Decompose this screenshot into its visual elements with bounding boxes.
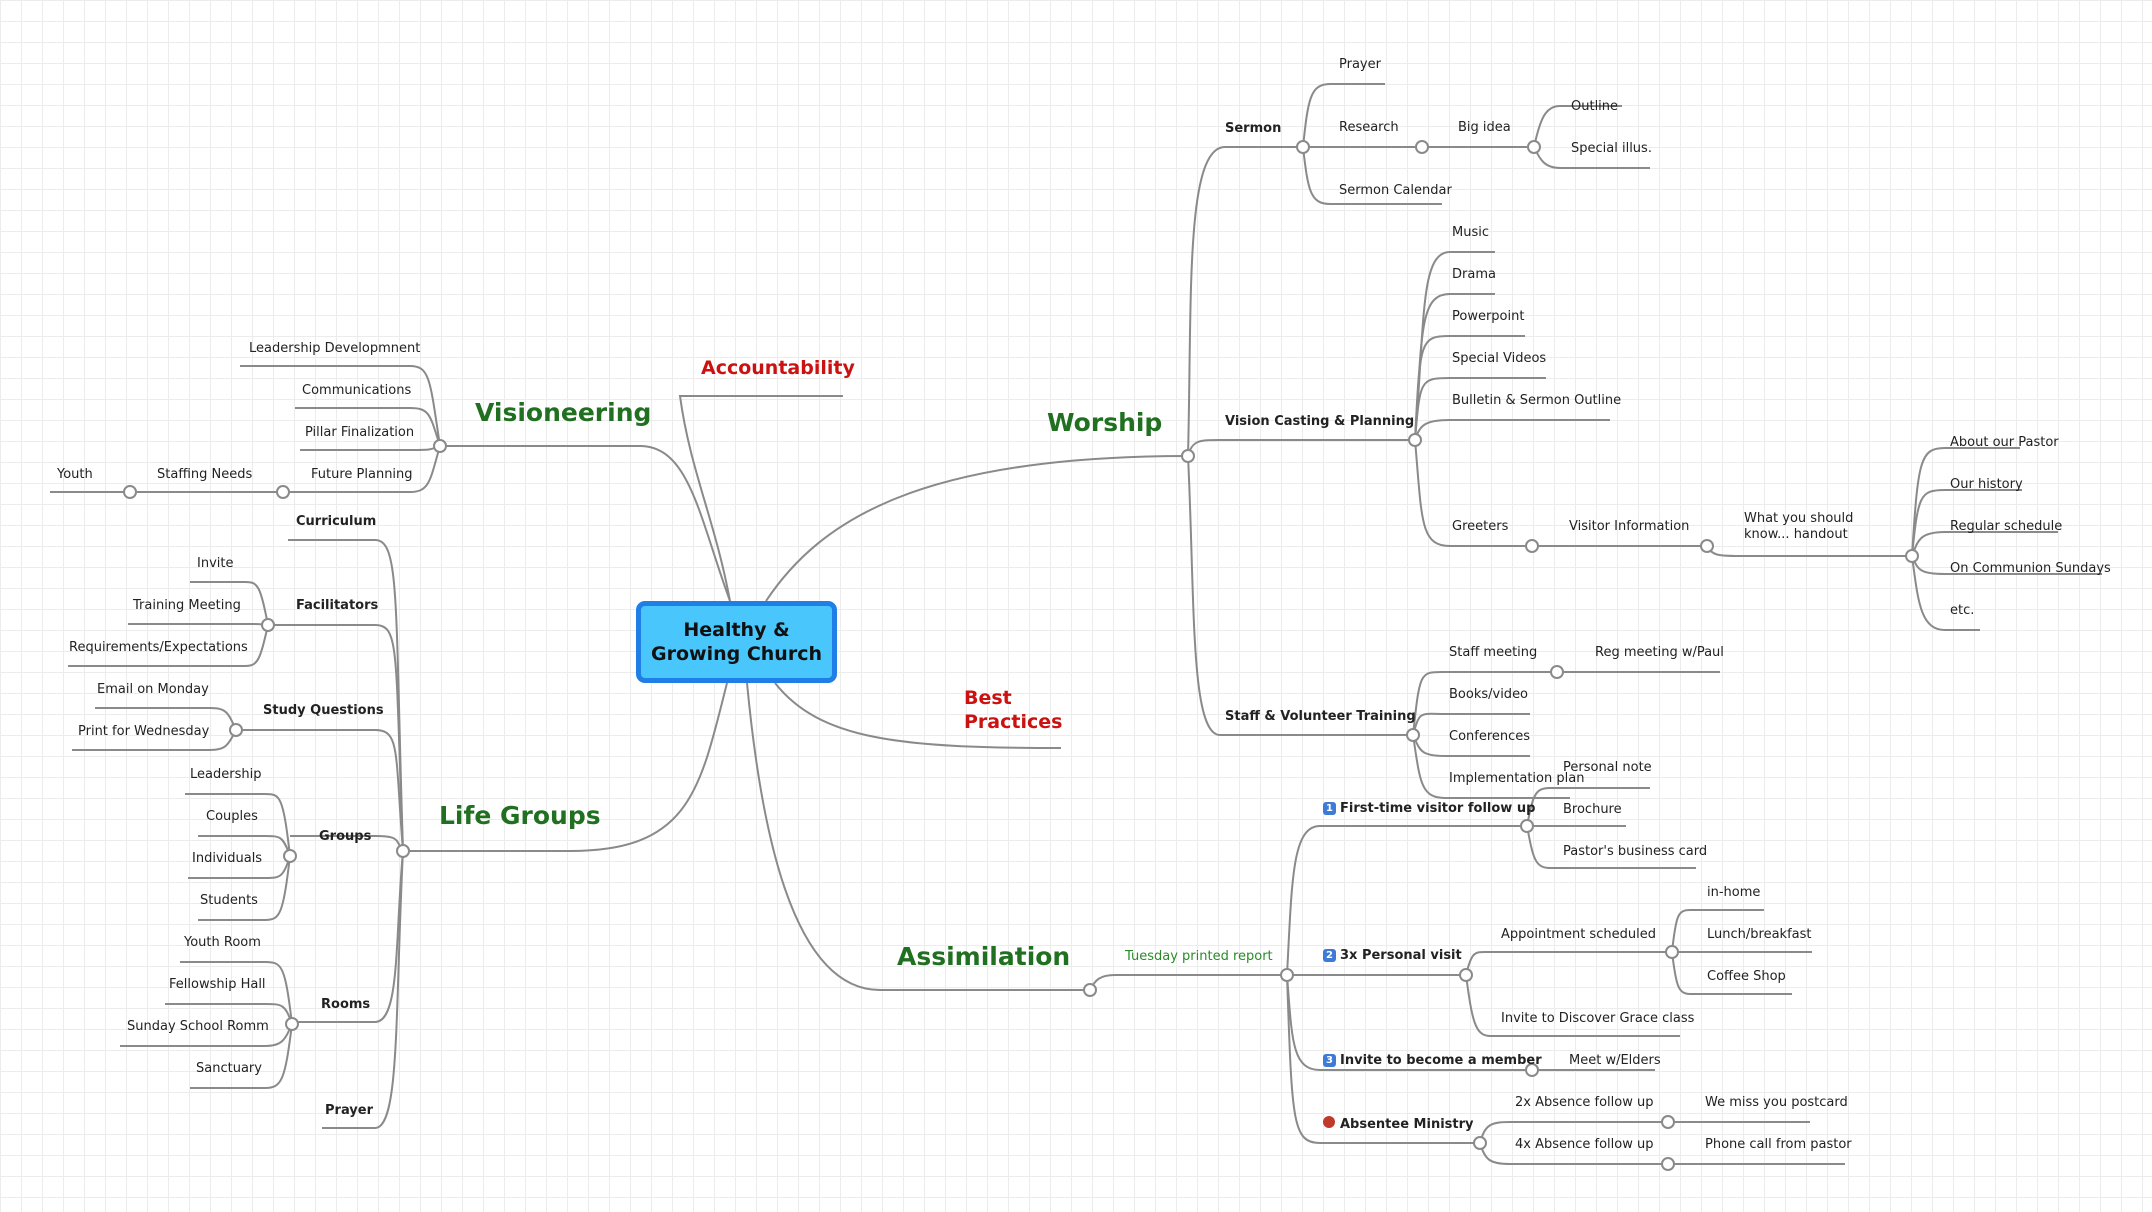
topic-invite[interactable]: Invite (197, 556, 234, 571)
topic-email-monday[interactable]: Email on Monday (97, 682, 209, 697)
topic-requirements[interactable]: Requirements/Expectations (69, 640, 248, 655)
topic-fellowship-hall[interactable]: Fellowship Hall (169, 977, 266, 992)
topic-phone-call[interactable]: Phone call from pastor (1705, 1137, 1852, 1152)
branch-accountability[interactable]: Accountability (701, 357, 855, 379)
topic-tuesday-report[interactable]: Tuesday printed report (1125, 949, 1273, 964)
central-topic-label: Healthy & Growing Church (651, 619, 822, 665)
topic-staffing-needs[interactable]: Staffing Needs (157, 467, 253, 482)
topic-visitor-information[interactable]: Visitor Information (1569, 519, 1690, 534)
topic-students[interactable]: Students (200, 893, 258, 908)
topic-books-video[interactable]: Books/video (1449, 687, 1529, 702)
priority-3-icon: 3 (1323, 1054, 1336, 1067)
priority-1-icon: 1 (1323, 802, 1336, 815)
central-topic[interactable]: Healthy & Growing Church (636, 601, 837, 683)
topic-training-meeting[interactable]: Training Meeting (133, 598, 241, 613)
topic-bulletin[interactable]: Bulletin & Sermon Outline (1452, 393, 1622, 408)
topic-personal-note[interactable]: Personal note (1563, 760, 1652, 775)
topic-regular-schedule[interactable]: Regular schedule (1950, 519, 2063, 534)
topic-sermon-calendar[interactable]: Sermon Calendar (1339, 183, 1452, 198)
topic-individuals[interactable]: Individuals (192, 851, 263, 866)
topic-in-home[interactable]: in-home (1707, 885, 1761, 900)
become-member-label: Invite to become a member (1340, 1053, 1542, 1068)
topic-sermon[interactable]: Sermon (1225, 121, 1282, 136)
topic-staff-meeting[interactable]: Staff meeting (1449, 645, 1538, 660)
topic-about-pastor[interactable]: About our Pastor (1950, 435, 2059, 450)
topic-reg-meeting[interactable]: Reg meeting w/Paul (1595, 645, 1724, 660)
topic-drama[interactable]: Drama (1452, 267, 1496, 282)
topic-big-idea[interactable]: Big idea (1458, 120, 1511, 135)
topic-personal-visit[interactable]: 2 3x Personal visit (1323, 948, 1462, 964)
topic-communications[interactable]: Communications (302, 383, 412, 398)
topic-study-questions[interactable]: Study Questions (263, 703, 384, 718)
topic-sanctuary[interactable]: Sanctuary (196, 1061, 262, 1076)
topic-brochure[interactable]: Brochure (1563, 802, 1622, 817)
topic-leadership[interactable]: Leadership (190, 767, 262, 782)
first-time-label: First-time visitor follow up (1340, 801, 1536, 816)
topic-music[interactable]: Music (1452, 225, 1489, 240)
topic-conferences[interactable]: Conferences (1449, 729, 1531, 744)
topic-absentee[interactable]: Absentee Ministry (1323, 1116, 1474, 1133)
topic-lunch[interactable]: Lunch/breakfast (1707, 927, 1812, 942)
topic-communion[interactable]: On Communion Sundays (1950, 561, 2111, 576)
topic-research[interactable]: Research (1339, 120, 1399, 135)
personal-visit-label: 3x Personal visit (1340, 948, 1462, 963)
topic-staff-training[interactable]: Staff & Volunteer Training (1225, 709, 1416, 724)
topic-discover-grace[interactable]: Invite to Discover Grace class (1501, 1011, 1695, 1026)
topic-our-history[interactable]: Our history (1950, 477, 2023, 492)
branch-assimilation[interactable]: Assimilation (897, 942, 1071, 971)
topic-leadership-development[interactable]: Leadership Developmnent (249, 341, 421, 356)
absentee-label: Absentee Ministry (1340, 1117, 1474, 1132)
topic-outline[interactable]: Outline (1571, 99, 1619, 114)
topic-couples[interactable]: Couples (206, 809, 258, 824)
topic-special-illus[interactable]: Special illus. (1571, 141, 1652, 156)
topic-we-miss-you[interactable]: We miss you postcard (1705, 1095, 1848, 1110)
topic-youth-room[interactable]: Youth Room (184, 935, 261, 950)
topic-prayer[interactable]: Prayer (1339, 57, 1381, 72)
topic-etc[interactable]: etc. (1950, 603, 1975, 618)
topic-meet-elders[interactable]: Meet w/Elders (1569, 1053, 1661, 1068)
topic-business-card[interactable]: Pastor's business card (1563, 844, 1708, 859)
topic-print-wednesday[interactable]: Print for Wednesday (78, 724, 210, 739)
topic-pillar-finalization[interactable]: Pillar Finalization (305, 425, 415, 440)
topic-what-you-should-know[interactable]: What you should know... handout (1744, 511, 1854, 542)
topic-coffee-shop[interactable]: Coffee Shop (1707, 969, 1786, 984)
topic-become-member[interactable]: 3 Invite to become a member (1323, 1053, 1542, 1069)
topic-vision-casting[interactable]: Vision Casting & Planning (1225, 414, 1415, 429)
topic-absence-2x[interactable]: 2x Absence follow up (1515, 1095, 1654, 1110)
topic-first-time[interactable]: 1 First-time visitor follow up (1323, 801, 1535, 817)
topic-special-videos[interactable]: Special Videos (1452, 351, 1547, 366)
topic-appointment[interactable]: Appointment scheduled (1501, 927, 1656, 942)
branch-visioneering[interactable]: Visioneering (475, 398, 652, 427)
topic-absence-4x[interactable]: 4x Absence follow up (1515, 1137, 1654, 1152)
topic-powerpoint[interactable]: Powerpoint (1452, 309, 1525, 324)
branch-life-groups[interactable]: Life Groups (439, 801, 601, 830)
branch-best-practices[interactable]: Best Practices (964, 687, 1063, 733)
branch-worship[interactable]: Worship (1047, 408, 1163, 437)
topic-facilitators[interactable]: Facilitators (296, 598, 379, 613)
topic-implementation-plan[interactable]: Implementation plan (1449, 771, 1585, 786)
topic-prayer-group[interactable]: Prayer (325, 1103, 374, 1118)
topic-youth[interactable]: Youth (57, 467, 93, 482)
red-dot-icon (1323, 1116, 1335, 1128)
topic-groups[interactable]: Groups (319, 829, 372, 844)
topic-rooms[interactable]: Rooms (321, 997, 371, 1012)
topic-future-planning[interactable]: Future Planning (311, 467, 413, 482)
topic-curriculum[interactable]: Curriculum (296, 514, 377, 529)
topic-sunday-school-room[interactable]: Sunday School Romm (127, 1019, 269, 1034)
priority-2-icon: 2 (1323, 949, 1336, 962)
topic-greeters[interactable]: Greeters (1452, 519, 1509, 534)
